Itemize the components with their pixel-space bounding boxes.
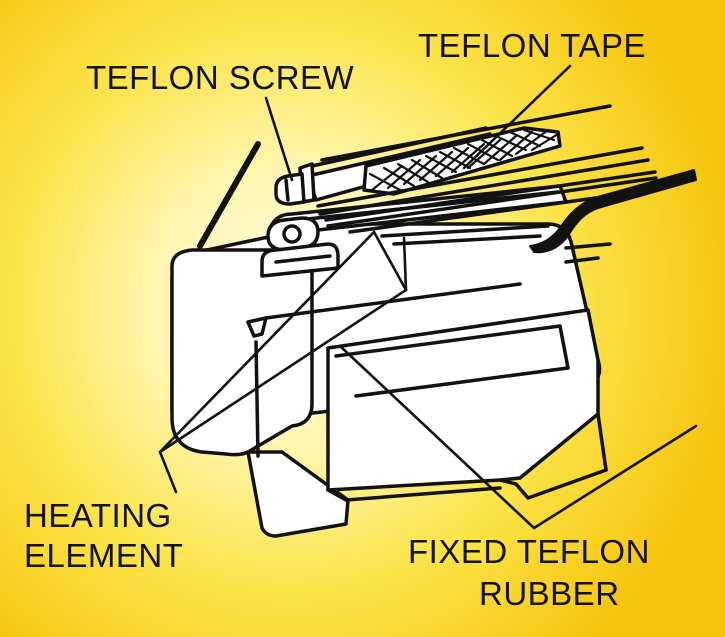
slot-tick-1 — [564, 242, 612, 250]
rail-3 — [318, 158, 650, 216]
label-fixed-teflon-rubber-line2: RUBBER — [479, 575, 620, 612]
housing-slot — [380, 224, 550, 238]
leader-heating-1 — [158, 230, 376, 454]
heating-element-hole — [282, 224, 302, 244]
bracket-line — [274, 254, 332, 264]
housing-key — [246, 316, 268, 338]
leader-fixed-rubber-2 — [338, 344, 536, 530]
leader-teflon-screw — [264, 96, 294, 182]
label-teflon-tape: TEFLON TAPE — [418, 27, 646, 64]
label-heating-element-line2: ELEMENT — [24, 537, 184, 574]
panel-lower-flange — [326, 486, 502, 502]
label-heating-element-line1: HEATING — [24, 497, 172, 534]
rail-2 — [316, 146, 644, 208]
leader-heating-2 — [158, 288, 408, 454]
leader-teflon-tape — [462, 64, 572, 170]
label-teflon-screw: TEFLON SCREW — [86, 59, 355, 96]
leader-heating-3 — [402, 236, 408, 292]
teflon-tape-hatch — [368, 128, 560, 192]
front-line-1 — [264, 282, 522, 320]
housing-skirt — [246, 450, 350, 538]
rubber-panel-inner — [334, 324, 570, 398]
rail-1 — [320, 104, 612, 162]
teflon-screw-slot — [284, 178, 290, 202]
rail-4 — [324, 170, 657, 222]
leader-heating-5 — [158, 450, 178, 494]
teflon-screw — [274, 172, 306, 206]
panel-right-edge — [596, 412, 608, 472]
rubber-panel — [326, 308, 600, 492]
upper-arm — [197, 141, 261, 249]
rail-5 — [326, 176, 658, 228]
rail-6 — [348, 194, 612, 234]
leader-heating-4 — [372, 230, 408, 292]
clamp-arm — [529, 169, 697, 254]
housing-slot-2 — [392, 234, 542, 246]
housing-front-face — [170, 248, 314, 457]
label-fixed-teflon-rubber-line1: FIXED TEFLON — [408, 533, 650, 570]
panel-bottom-step — [498, 468, 608, 500]
leader-fixed-rubber-1 — [532, 424, 698, 530]
slot-tick-2 — [564, 256, 600, 264]
front-line-2 — [254, 340, 260, 458]
